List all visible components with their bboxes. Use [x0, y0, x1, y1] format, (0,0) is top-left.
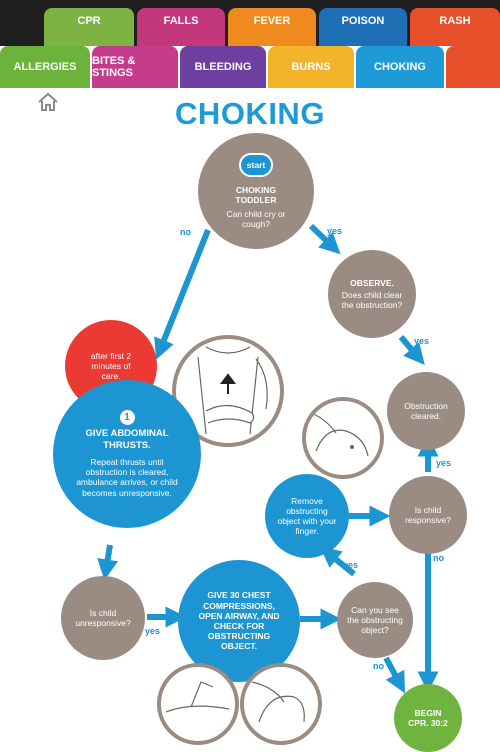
tab-label: BURNS	[291, 61, 331, 73]
tab-label: RASH	[439, 15, 471, 27]
page-title: CHOKING	[175, 96, 325, 131]
after-text: after first 2 minutes of care.	[90, 350, 132, 382]
abdominal-thrusts-node: 1 GIVE ABDOMINAL THRUSTS. Repeat thrusts…	[53, 380, 201, 528]
label-yes: yes	[343, 560, 359, 570]
thrusts-title: GIVE ABDOMINAL THRUSTS.	[85, 428, 169, 451]
see-object-node: Can you see the obstructing object?	[337, 582, 413, 658]
tab-label: ALLERGIES	[13, 61, 77, 73]
step-number: 1	[119, 410, 135, 426]
remove-text: Remove obstructing object with your fing…	[277, 495, 337, 537]
compressions-text: GIVE 30 CHEST COMPRESSIONS, OPEN AIRWAY,…	[198, 590, 280, 652]
label-yes: yes	[145, 626, 161, 636]
label-yes: yes	[436, 458, 452, 468]
begin-text: BEGIN CPR. 30:2	[408, 707, 448, 728]
nav-row2-end	[446, 46, 500, 88]
observe-title: OBSERVE.	[350, 277, 394, 288]
label-yes: yes	[327, 226, 343, 236]
unresponsive-question-node: Is child unresponsive?	[61, 576, 145, 660]
thrusts-text: Repeat thrusts until obstruction is clea…	[76, 457, 178, 498]
tab-falls[interactable]: FALLS	[137, 8, 225, 46]
start-title: CHOKING TODDLER	[235, 185, 277, 206]
responsive-question: Is child responsive?	[405, 504, 451, 525]
tab-fever[interactable]: FEVER	[228, 8, 316, 46]
tab-burns[interactable]: BURNS	[268, 46, 354, 88]
start-badge: start	[238, 153, 274, 178]
home-icon[interactable]	[37, 92, 59, 112]
open-airway-illustration	[240, 663, 322, 745]
tab-choking[interactable]: CHOKING	[356, 46, 444, 88]
chest-compression-illustration	[157, 663, 239, 745]
tab-label: CHOKING	[374, 61, 426, 73]
remove-object-node: Remove obstructing object with your fing…	[265, 474, 349, 558]
tab-bites-stings[interactable]: BITES & STINGS	[92, 46, 178, 88]
finger-sweep-illustration	[302, 397, 384, 479]
start-question: Can child cry or cough?	[226, 208, 286, 229]
responsive-question-node: Is child responsive?	[389, 476, 467, 554]
tab-label: CPR	[77, 15, 101, 27]
tab-label: FALLS	[163, 15, 199, 27]
tab-allergies[interactable]: ALLERGIES	[0, 46, 90, 88]
obstruction-cleared-node: Obstruction cleared.	[387, 372, 465, 450]
see-question: Can you see the obstructing object?	[347, 604, 403, 636]
start-node: start CHOKING TODDLER Can child cry or c…	[198, 133, 314, 249]
unresponsive-question: Is child unresponsive?	[75, 607, 131, 628]
tab-label: BITES & STINGS	[92, 55, 136, 79]
chest-compressions-node: GIVE 30 CHEST COMPRESSIONS, OPEN AIRWAY,…	[178, 560, 300, 682]
label-no: no	[433, 553, 444, 563]
observe-node: OBSERVE. Does child clear the obstructio…	[328, 250, 416, 338]
observe-text: Does child clear the obstruction?	[341, 289, 403, 311]
begin-cpr-node: BEGIN CPR. 30:2	[394, 684, 462, 752]
cleared-text: Obstruction cleared.	[404, 400, 448, 421]
tab-bleeding[interactable]: BLEEDING	[180, 46, 266, 88]
tab-label: FEVER	[253, 15, 291, 27]
label-no: no	[373, 661, 384, 671]
tab-rash[interactable]: RASH	[410, 8, 500, 46]
tab-label: POISON	[341, 15, 385, 27]
label-yes: yes	[414, 336, 430, 346]
tab-poison[interactable]: POISON	[319, 8, 407, 46]
tab-label: BLEEDING	[194, 61, 252, 73]
label-no: no	[180, 227, 191, 237]
tab-cpr[interactable]: CPR	[44, 8, 134, 46]
